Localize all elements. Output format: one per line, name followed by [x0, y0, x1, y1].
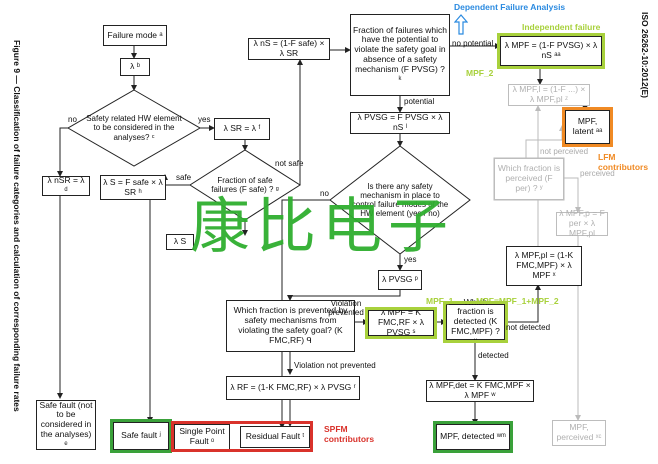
- lfm-annotation: LFM contributors: [598, 152, 649, 172]
- edge-label-no-potential: no potential: [452, 39, 494, 48]
- prevented-fraction-box: Which fraction is prevented by safety me…: [226, 300, 355, 352]
- safe-fault-box: Safe fault ʲ: [113, 422, 169, 450]
- mpf-detected-highlight: [433, 421, 513, 453]
- edge-label-not-safe: not safe: [275, 159, 304, 168]
- edge-label-potential: potential: [404, 97, 435, 106]
- fraction-pvsg-box: Fraction of failures which have the pote…: [350, 14, 450, 96]
- lambda-s-partial-box: λ S: [166, 234, 194, 250]
- edge-label-violation-not-prevented: Violation not prevented: [294, 361, 376, 370]
- lambda-mpf-rf-box: λ MPF = K FMC,RF × λ PVSG ˢ: [368, 307, 434, 337]
- lfm-highlight: [562, 107, 613, 147]
- failure-mode-box: Failure mode ᵃ: [103, 25, 167, 46]
- mpf-latent-box: MPF, latent ᵃᵃ: [565, 110, 610, 144]
- standard-reference: ISO 26262-10:2012(E): [640, 12, 650, 98]
- lambda-mpf-top-box: λ MPF = (1-F PVSG) × λ nS ᵃᵃ: [500, 36, 602, 66]
- mpf1-highlight: [365, 307, 437, 339]
- lambda-box: λ ᵇ: [120, 58, 150, 76]
- safety-related-question: Safety related HW element to be consider…: [86, 114, 182, 142]
- edge-label-perceived: perceived: [580, 169, 615, 178]
- lambda-pvsg-top-box: λ PVSG = F PVSG × λ nS ˡ: [350, 112, 450, 134]
- up-arrow-icon: [454, 14, 468, 35]
- fraction-safe-question: Fraction of safe failures (F safe) ? ᵍ: [211, 175, 279, 194]
- edge-label-not-detected: not detected: [506, 323, 551, 332]
- independent-failure-annotation: Independent failure: [522, 22, 601, 32]
- lambda-mpf-latent-calc-box: λ MPF,l = (1-F ...) × λ MPF,pl ᶻ: [508, 84, 590, 106]
- dependent-failure-annotation: Dependent Failure Analysis: [454, 2, 566, 12]
- watermark: 康比电子: [190, 192, 454, 262]
- lambda-rf-box: λ RF = (1-K FMC,RF) × λ PVSG ʳ: [226, 376, 360, 400]
- lambda-ns-box: λ nS = (1-F safe) × λ SR: [248, 38, 330, 60]
- lambda-mpf-perceived-calc-box: λ MPF,p = F per × λ MPF,pl: [556, 208, 608, 238]
- edge-label-no: no: [68, 115, 77, 124]
- mpf-perceived-box: MPF, perceived ˣᶜ: [552, 420, 606, 446]
- independent-failure-highlight: [497, 33, 605, 69]
- edge-label-detected: detected: [478, 351, 509, 360]
- mpf2-annotation: MPF_2: [466, 68, 494, 78]
- mpf-sum-annotation: MPF=MPF_1+MPF_2: [476, 296, 559, 306]
- lambda-s-box: λ S = F safe × λ SR ʰ: [100, 175, 166, 200]
- lambda-nsr-box: λ nSR = λ ᵈ: [42, 175, 90, 196]
- mpf1-annotation: MPF_1: [426, 296, 454, 306]
- lambda-sr-box: λ SR = λ ᶠ: [214, 118, 270, 140]
- edge-label-safe: safe: [176, 173, 192, 182]
- edge-label-sm-no: no: [320, 189, 329, 198]
- perceived-question-box: Which fraction is perceived (F per) ? ʸ: [494, 158, 564, 200]
- edge-label-not-perceived: not perceived: [540, 147, 589, 156]
- mpf-sum-highlight: [443, 301, 508, 343]
- residual-fault-box: Residual Fault ᵗ: [240, 426, 310, 448]
- safety-mechanism-question: Is there any safety mechanism in place t…: [351, 181, 449, 219]
- mpf-detected-box: MPF, detected ʷᵐ: [436, 424, 510, 450]
- edge-label-yes: yes: [198, 115, 211, 124]
- safe-fault-highlight: [110, 419, 172, 453]
- lambda-mpf-pl-box: λ MPF,pl = (1-K FMC,MPF) × λ MPF ˣ: [506, 246, 582, 286]
- edge-label-violation-prevented: Violation prevented: [328, 299, 364, 317]
- figure-caption: Figure 9 — Classification of failure cat…: [12, 40, 22, 412]
- safe-fault-not-considered-box: Safe fault (not to be considered in the …: [36, 400, 96, 450]
- edge-label-sm-yes: yes: [404, 255, 417, 264]
- spfm-highlight: [171, 421, 313, 452]
- lambda-pvsg-mid-box: λ PVSG ᵖ: [378, 270, 422, 290]
- spfm-annotation: SPFM contributors: [324, 424, 375, 444]
- lambda-mpf-det-box: λ MPF,det = K FMC,MPF × λ MPF ʷ: [426, 380, 534, 402]
